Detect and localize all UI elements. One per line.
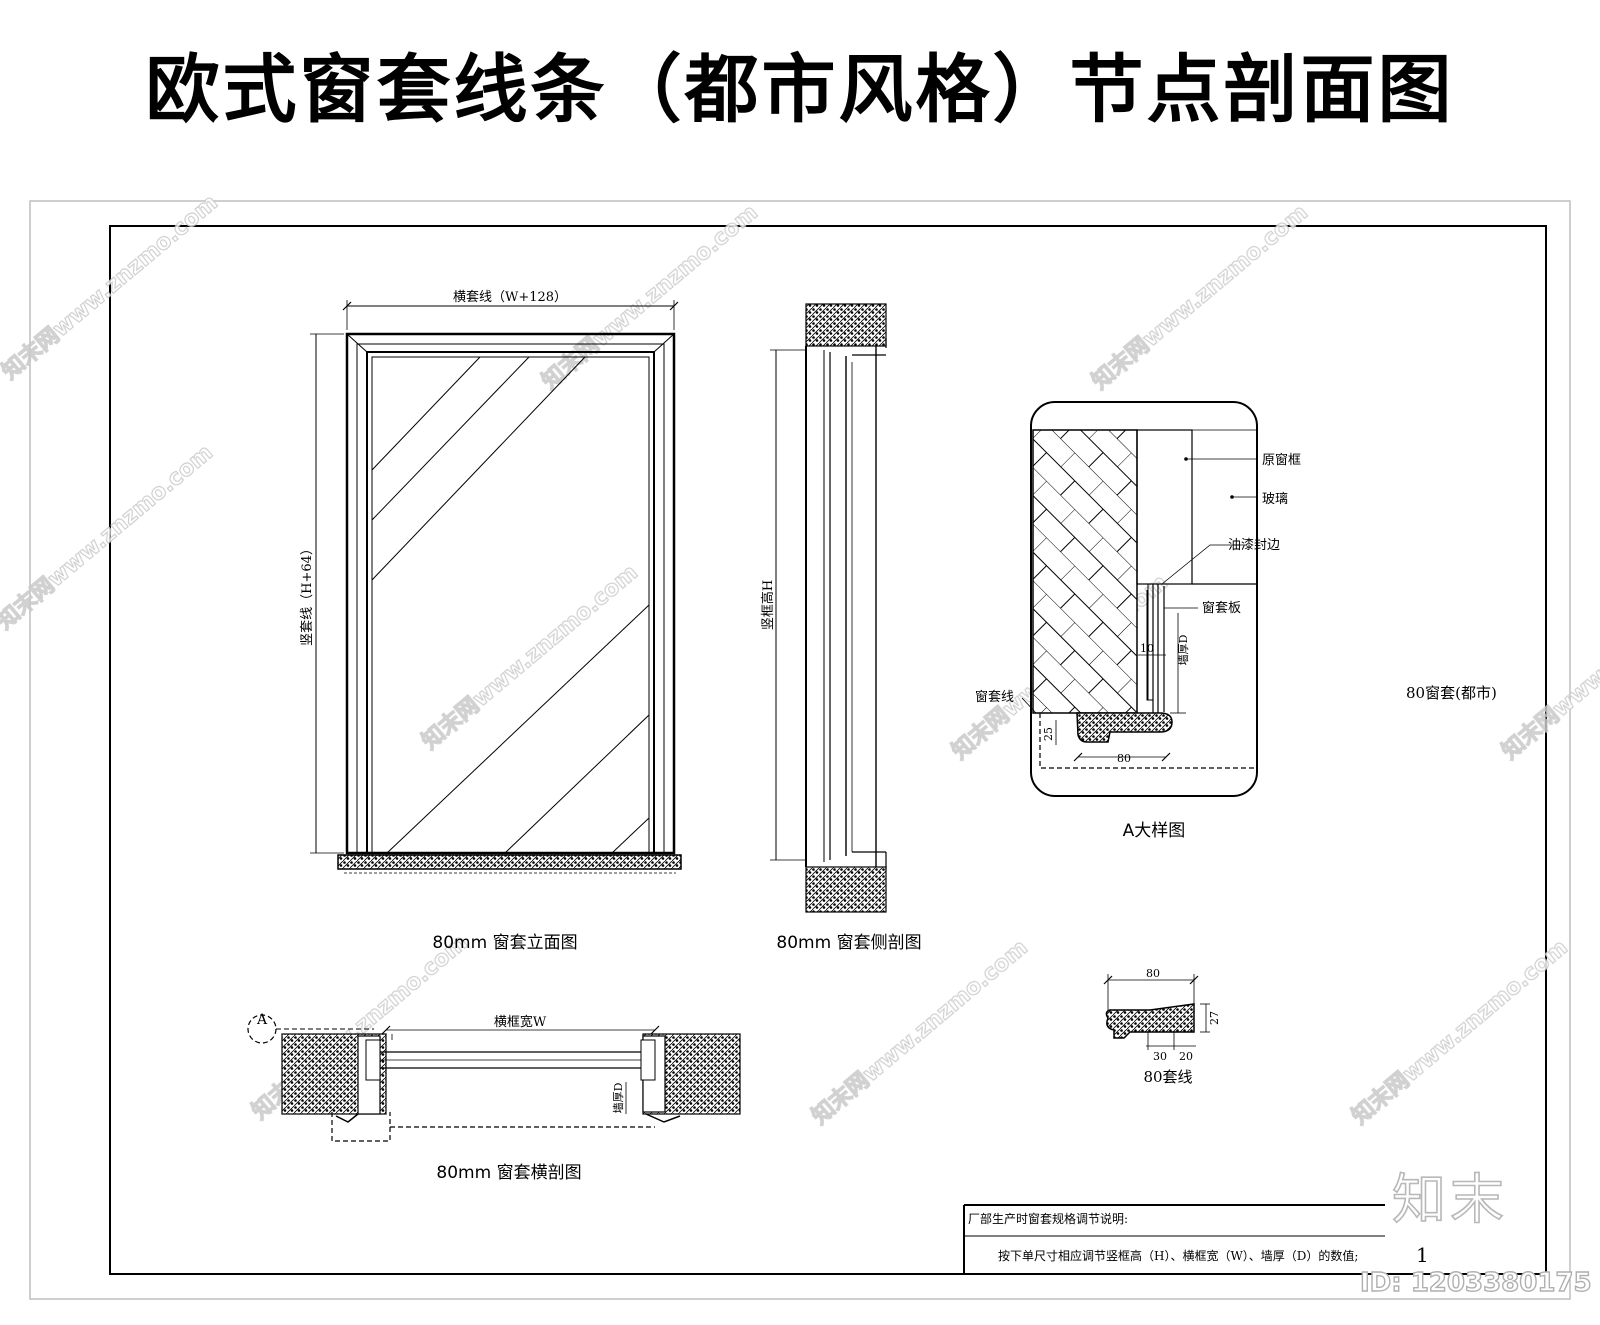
callout-casing-line: 窗套线	[975, 689, 1014, 705]
elevation-sill	[337, 854, 682, 870]
watermark-text: 知末网www.znzmo.com	[537, 199, 763, 394]
detail-a-dim-25: 25	[1042, 727, 1055, 741]
profile-dim-30: 30	[1153, 1050, 1167, 1063]
callout-original-frame: 原窗框	[1262, 452, 1301, 468]
wall-hatch-bottom	[805, 866, 887, 913]
notes-table	[963, 1204, 1385, 1274]
elevation-view: 横套线（W+128） 竖套线（H+64） 80mm 窗套立面图	[299, 289, 682, 953]
side-caption: 80mm 窗套侧剖图	[776, 933, 921, 953]
detail-a-dim-10: 10	[1140, 642, 1154, 655]
elevation-caption: 80mm 窗套立面图	[432, 933, 577, 953]
watermark-text: 知末网www.znzmo.com	[1347, 934, 1573, 1129]
watermark-text: 知末网www.znzmo.com	[0, 189, 223, 384]
brand-watermark: 知末	[1391, 1167, 1508, 1232]
watermark-layer: 知末网www.znzmo.com 知末网www.znzmo.com 知末网www…	[0, 189, 1600, 1130]
elevation-height-dim: 竖套线（H+64）	[299, 542, 315, 646]
wall-hatch-top	[805, 303, 887, 347]
plan-width-dim: 横框宽W	[494, 1014, 547, 1030]
notes-title: 厂部生产时窗套规格调节说明:	[968, 1212, 1129, 1226]
detail-a-caption: A大样图	[1123, 821, 1186, 841]
callout-glass: 玻璃	[1262, 492, 1288, 507]
image-id-watermark: ID: 1203380175	[1359, 1267, 1592, 1298]
elevation-width-dim: 横套线（W+128）	[453, 289, 567, 305]
detail-a-frame	[1030, 401, 1258, 797]
drawing-border	[109, 225, 1547, 1275]
watermark-text: 知末网www.znzmo.com	[1087, 199, 1313, 394]
profile-dim-80: 80	[1146, 967, 1160, 980]
callout-paint-edge: 油漆封边	[1228, 537, 1280, 553]
detail-a-dim-80: 80	[1117, 752, 1131, 765]
drawing-title: 欧式窗套线条（都市风格）节点剖面图	[145, 47, 1455, 133]
sheet-number: 1	[1416, 1243, 1429, 1267]
plan-wall-dim: 墙厚D	[611, 1082, 625, 1113]
profile-view: 80 27 30 20 80套线	[1103, 967, 1221, 1086]
plan-caption: 80mm 窗套横剖图	[436, 1163, 581, 1183]
profile-dim-20: 20	[1179, 1050, 1193, 1063]
profile-dim-27: 27	[1208, 1011, 1221, 1025]
detail-a-dim-wall: 墙厚D	[1176, 634, 1190, 665]
notes-box: 厂部生产时窗套规格调节说明: 按下单尺寸相应调节竖框高（H）、横框宽（W）、墙厚…	[964, 1205, 1429, 1275]
side-note: 80窗套(都市)	[1406, 684, 1497, 702]
callout-panel: 窗套板	[1202, 600, 1241, 616]
side-section-view: 竖框高H 80mm 窗套侧剖图	[760, 303, 922, 953]
elevation-frame-outer	[345, 332, 676, 855]
plan-section-view: 横框宽W 墙厚D A 80mm 窗套横剖图	[247, 1012, 741, 1183]
watermark-text: 知末网www.znzmo.com	[0, 439, 218, 634]
profile-caption: 80套线	[1143, 1068, 1192, 1086]
watermark-text: 知末网www.znzmo.com	[417, 559, 643, 754]
watermark-text: 知末网www.znzmo.com	[807, 934, 1033, 1129]
watermark-text: 知末网www.znzmo.com	[1497, 569, 1600, 764]
detail-a-moulding	[1076, 712, 1173, 743]
notes-body: 按下单尺寸相应调节竖框高（H）、横框宽（W）、墙厚（D）的数值;	[998, 1249, 1359, 1263]
outer-border	[29, 200, 1571, 1300]
section-marker-label: A	[256, 1012, 268, 1028]
elevation-frame-inner	[366, 351, 655, 854]
detail-a-wall	[1032, 429, 1138, 714]
profile-shape	[1105, 1003, 1195, 1039]
side-height-dim: 竖框高H	[760, 580, 776, 630]
detail-a-view: 10 墙厚D 25 80 原窗框 玻璃 油漆封边 窗套板 窗套线 A大样图	[975, 401, 1301, 841]
